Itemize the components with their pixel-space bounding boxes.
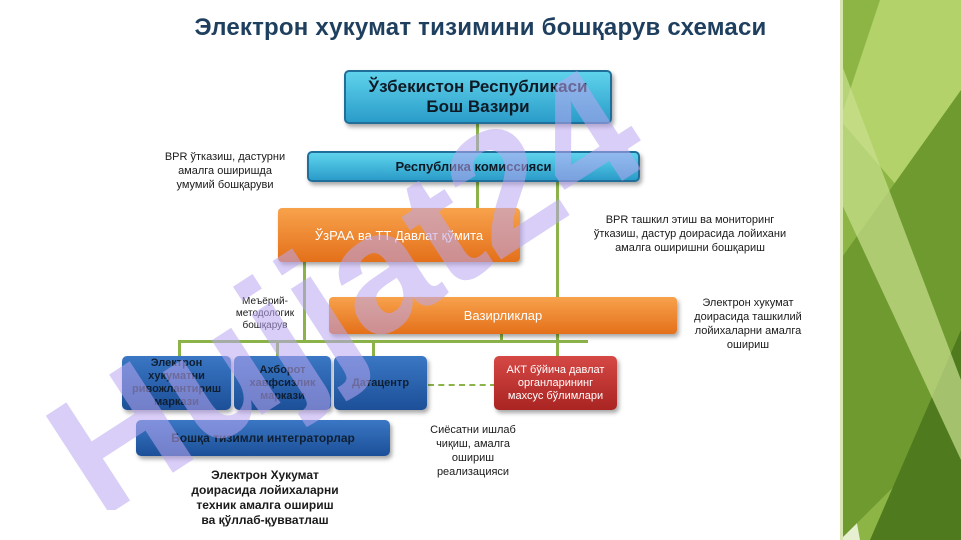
note-bottom-line3: техник амалга ошириш [196,498,334,512]
page-title: Электрон хукумат тизимини бошқарув схема… [194,14,767,41]
node-ministries-label: Вазирликлар [463,308,543,323]
note-method-line2: методологик [235,308,295,319]
note-right-mid-line4: ошириш [726,339,770,351]
note-bottom-line2: доирасида лойихаларни [191,483,339,497]
connector-right-vertical [556,181,559,371]
note-bottom-line4: ва қўллаб-қувватлаш [201,513,329,527]
note-left-top-line3: умумий бошқаруви [176,179,274,191]
node-info-security-line3: маркази [260,389,305,402]
note-method: Меъёрий- методологик бошқарув [226,296,304,332]
note-right-mid-line3: лойихаларни амалга [694,325,802,337]
node-ict-units: АКТ бўйича давлат органларининг махсус б… [494,356,617,410]
node-ict-units-line1: АКТ бўйича давлат [506,363,605,376]
note-left-top-line2: амалга оширишда [178,165,272,177]
node-dev-center-line4: маркази [154,396,199,408]
note-right-mid-line1: Электрон хукумат [702,297,794,309]
note-policy-line3: ошириш [451,452,495,464]
connector-to-info-security [276,340,279,358]
node-ict-units-line3: махсус бўлимлари [507,389,604,402]
node-datacenter: Датацентр [334,356,427,410]
note-policy-line4: реализацияси [436,466,510,478]
connector-to-ict-units [556,340,559,358]
note-bottom-line1: Электрон Хукумат [211,468,319,482]
note-left-top: ВРR ўтказиш, дастурни амалга оширишда ум… [150,150,300,192]
node-ministries: Вазирликлар [329,297,677,334]
node-state-committee: ЎзРАА ва ТТ Давлат қўмита [278,208,520,262]
note-right-mid: Электрон хукумат доирасида ташкилий лойи… [684,296,812,352]
node-dev-center-line1: Электрон [150,357,203,369]
node-dev-center: Электрон хукуматни ривожлантириш маркази [122,356,231,410]
node-ict-units-line2: органларининг [517,376,594,389]
node-dev-center-line2: хукуматни [148,370,205,382]
node-state-committee-label: ЎзРАА ва ТТ Давлат қўмита [314,227,484,243]
decorative-green-panels [840,0,961,540]
node-commission: Республика комиссияси [307,151,640,182]
connector-to-dev-center [178,340,181,358]
connector-commission-committee [476,181,479,209]
node-info-security: Ахборот хавфсизлик маркази [234,356,331,410]
connector-pm-commission [476,122,479,152]
note-method-line1: Меъёрий- [242,296,288,307]
connector-to-datacenter [372,340,375,358]
node-dev-center-line3: ривожлантириш [131,383,222,395]
note-policy-line2: чиқиш, амалга [436,438,510,450]
node-commission-label: Республика комиссияси [395,159,552,174]
node-datacenter-label: Датацентр [351,376,410,389]
node-integrators-label: Бошқа тизимли интеграторлар [171,430,355,445]
node-info-security-line2: хавфсизлик [249,376,316,389]
node-integrators: Бошқа тизимли интеграторлар [136,420,390,456]
node-prime-minister-line1: Ўзбекистон Республикаси [368,77,588,96]
connector-ministries-down [500,334,503,342]
note-policy-line1: Сиёсатни ишлаб [430,424,516,436]
connector-dashed [428,384,496,386]
note-method-line3: бошқарув [242,320,288,331]
note-left-top-line1: ВРR ўтказиш, дастурни [164,151,286,163]
note-right-top: ВРR ташкил этиш ва мониторинг ўтказиш, д… [580,213,800,255]
note-right-top-line2: ўтказиш, дастур доирасида лойихани [593,228,787,240]
note-bottom: Электрон Хукумат доирасида лойихаларни т… [170,468,360,528]
node-prime-minister-line2: Бош Вазири [426,97,530,116]
note-right-mid-line2: доирасида ташкилий [694,311,802,323]
connector-bus [178,340,588,343]
node-prime-minister: Ўзбекистон Республикаси Бош Вазири [344,70,612,124]
note-right-top-line1: ВРR ташкил этиш ва мониторинг [605,214,775,226]
note-right-top-line3: амалга оширишни бошқариш [615,242,765,254]
panel-divider [840,0,843,540]
connector-committee-down [303,261,306,341]
note-policy: Сиёсатни ишлаб чиқиш, амалга ошириш реал… [418,423,528,479]
node-info-security-line1: Ахборот [259,363,306,376]
